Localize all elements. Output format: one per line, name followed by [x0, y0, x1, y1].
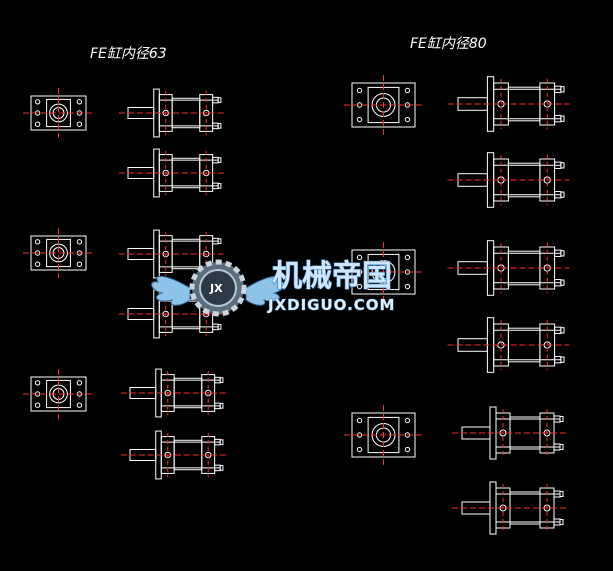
gear-hub: [199, 269, 237, 307]
front-view-63-c: [23, 369, 94, 419]
side-view-63-c2: [120, 430, 228, 480]
watermark-logo: JX 机械帝国 JXDIGUO.COM: [151, 258, 395, 317]
side-view-80-b1: [447, 240, 570, 296]
front-view-80-a: [344, 75, 423, 135]
wing-right-icon: [245, 275, 285, 306]
side-view-80-a1: [447, 76, 570, 132]
side-view-63-a2: [118, 148, 226, 198]
side-view-80-c1: [452, 406, 568, 460]
group-label-bore-63: FE缸内径63: [90, 46, 167, 62]
side-view-80-b2: [447, 317, 570, 373]
cylinder-views: [23, 75, 570, 535]
watermark-badge: JX: [209, 282, 223, 295]
side-view-63-a1: [118, 88, 226, 138]
watermark-name-en: JXDIGUO.COM: [267, 296, 395, 314]
front-view-80-c: [344, 405, 423, 465]
wing-left-icon: [151, 275, 191, 306]
front-view-63-a: [23, 88, 94, 138]
side-view-80-c2: [452, 481, 568, 535]
front-view-63-b: [23, 228, 94, 278]
side-view-63-c1: [120, 368, 228, 418]
front-view-80-b: [344, 242, 423, 302]
side-view-80-a2: [447, 152, 570, 208]
group-label-bore-80: FE缸内径80: [410, 36, 487, 52]
watermark-name-cn: 机械帝国: [272, 259, 392, 294]
